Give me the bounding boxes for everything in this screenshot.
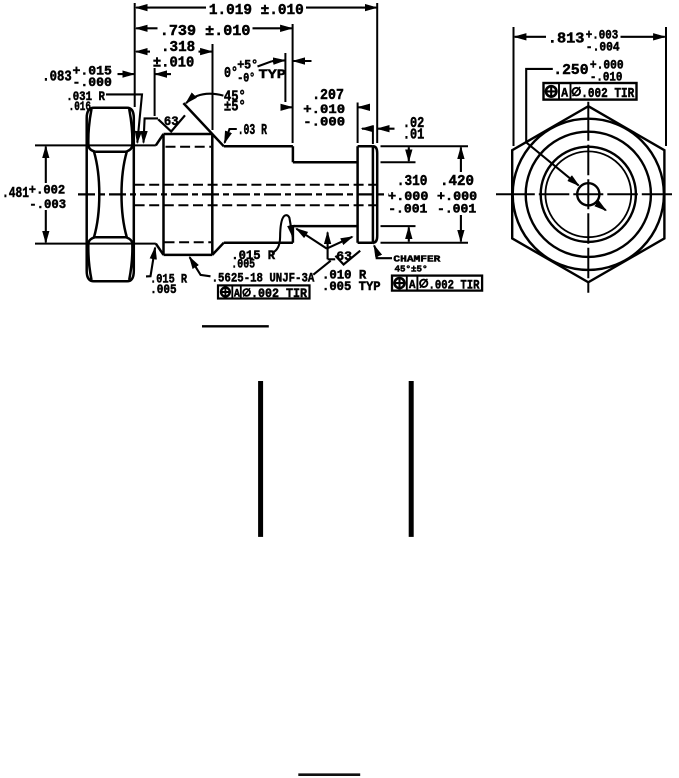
svg-text:.005: .005 — [150, 282, 177, 297]
svg-text:.002 TIR: .002 TIR — [429, 277, 480, 292]
svg-text:.481: .481 — [2, 186, 29, 202]
svg-text:.02: .02 — [403, 116, 424, 132]
svg-text:.010 R: .010 R — [322, 267, 366, 282]
svg-text:.031 R: .031 R — [66, 89, 105, 104]
svg-text:-.001: -.001 — [388, 202, 427, 217]
svg-text:1.019 ±.010: 1.019 ±.010 — [209, 3, 304, 19]
svg-text:.015 R: .015 R — [231, 248, 275, 263]
svg-text:.207: .207 — [312, 88, 344, 104]
svg-text:-.001: -.001 — [437, 202, 476, 217]
svg-text:+.000: +.000 — [437, 189, 477, 204]
svg-text:+.002: +.002 — [29, 183, 65, 198]
svg-text:.03 R: .03 R — [238, 123, 267, 139]
svg-text:.250: .250 — [553, 63, 588, 79]
svg-text:TYP: TYP — [259, 67, 286, 82]
svg-text:+.000: +.000 — [590, 57, 624, 72]
svg-text:-.000: -.000 — [303, 114, 345, 129]
svg-text:±5°: ±5° — [224, 100, 246, 116]
svg-text:63: 63 — [336, 249, 352, 264]
svg-text:.813: .813 — [548, 32, 585, 48]
svg-text:.420: .420 — [440, 174, 474, 190]
svg-text:.005 TYP: .005 TYP — [322, 279, 381, 294]
svg-text:0°: 0° — [224, 66, 238, 82]
svg-text:63: 63 — [164, 114, 179, 129]
svg-text:-.004: -.004 — [586, 40, 620, 55]
svg-text:.739 ±.010: .739 ±.010 — [160, 24, 251, 40]
svg-text:.01: .01 — [403, 127, 425, 143]
svg-text:A: A — [561, 87, 568, 101]
svg-text:-.010: -.010 — [590, 70, 623, 85]
svg-text:.318: .318 — [161, 40, 195, 56]
svg-text:+.003: +.003 — [586, 28, 619, 43]
svg-text:.015 R: .015 R — [150, 272, 187, 287]
svg-text:45°±5°: 45°±5° — [395, 263, 428, 274]
svg-text:45°: 45° — [224, 90, 246, 106]
svg-text:-.000: -.000 — [73, 75, 112, 90]
svg-text:.002 TIR: .002 TIR — [251, 287, 307, 301]
svg-text:+.015: +.015 — [73, 63, 112, 78]
svg-text:.002 TIR: .002 TIR — [581, 87, 635, 102]
svg-text:.016: .016 — [69, 99, 91, 114]
svg-text:CHAMFER: CHAMFER — [393, 254, 440, 265]
svg-text:.5625-18 UNJF-3A: .5625-18 UNJF-3A — [212, 271, 315, 286]
svg-text:±.010: ±.010 — [153, 56, 194, 72]
svg-text:A: A — [234, 289, 240, 301]
svg-text:-0°: -0° — [237, 70, 255, 85]
svg-text:A: A — [409, 278, 416, 292]
svg-text:.310: .310 — [397, 174, 428, 190]
svg-text:+.010: +.010 — [303, 102, 345, 117]
svg-text:.083: .083 — [42, 70, 71, 86]
svg-text:.005: .005 — [231, 257, 255, 272]
svg-text:+.000: +.000 — [388, 189, 428, 204]
svg-text:+5°: +5° — [237, 58, 258, 73]
svg-text:-.003: -.003 — [29, 197, 66, 212]
